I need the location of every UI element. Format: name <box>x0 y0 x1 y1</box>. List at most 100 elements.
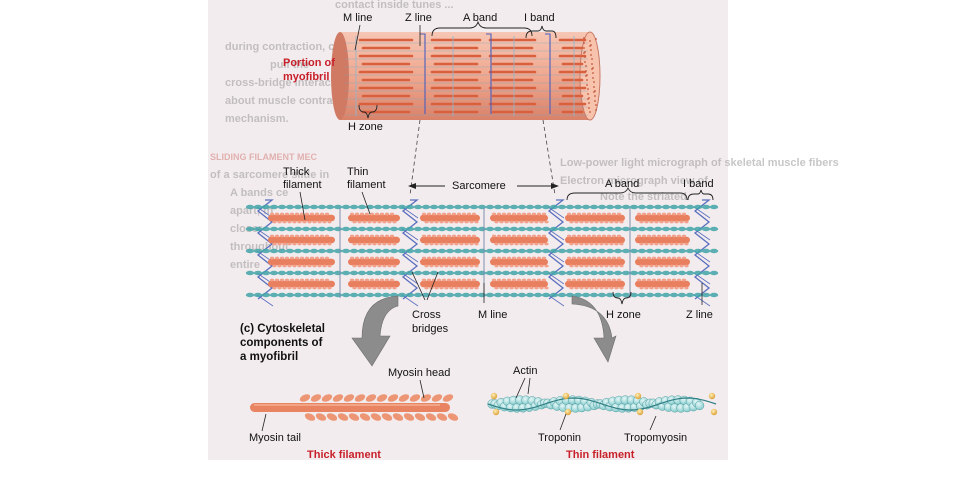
myosin-bump <box>469 264 474 268</box>
myosin-bump <box>536 278 542 282</box>
thin-filament-bead <box>677 270 687 276</box>
myosin-bump <box>314 278 320 282</box>
cyl-end-dot <box>584 61 586 63</box>
myosin-bump <box>576 278 582 282</box>
myosin-bump <box>499 264 504 268</box>
label-sarcomere: Sarcomere <box>452 180 506 192</box>
myosin-bump <box>367 242 372 246</box>
myosin-bump <box>516 256 522 260</box>
label-z-line-top: Z line <box>405 12 432 24</box>
myosin-bump <box>616 278 622 282</box>
myosin-bump <box>579 220 584 224</box>
myosin-bump <box>309 278 315 282</box>
myosin-bump <box>609 264 614 268</box>
troponin-complex <box>710 408 718 416</box>
thick-filament-core <box>635 236 690 244</box>
myosin-bump <box>569 264 574 268</box>
myosin-bump <box>382 264 387 268</box>
myosin-bump <box>436 278 442 282</box>
thin-filament-bead <box>349 248 359 254</box>
myosin-bump <box>599 220 604 224</box>
bg-text-line: during contraction, c <box>225 41 334 53</box>
thin-filament-bead <box>669 292 679 298</box>
thin-filament-bead <box>453 204 463 210</box>
thin-filament-bead <box>469 292 479 298</box>
myosin-bump <box>661 278 667 282</box>
thin-filament-bead <box>413 204 423 210</box>
thin-filament-bead <box>581 204 591 210</box>
thin-filament-bead <box>517 204 527 210</box>
myosin-bump <box>569 242 574 246</box>
myosin-bump <box>534 220 539 224</box>
myosin-bump <box>684 242 689 246</box>
thin-filament-bead <box>525 292 535 298</box>
thin-filament-bead <box>405 292 415 298</box>
myosin-bump <box>671 256 677 260</box>
myosin-bump <box>456 278 462 282</box>
thin-filament-bead <box>709 204 719 210</box>
myosin-bump <box>534 286 539 290</box>
thick-filament-core <box>420 258 480 266</box>
myosin-bump <box>566 234 572 238</box>
myosin-bump <box>684 286 689 290</box>
myosin-bump <box>269 278 275 282</box>
thin-filament-bead <box>261 248 271 254</box>
myosin-bump <box>596 256 602 260</box>
myosin-bump <box>421 212 427 216</box>
myosin-bump <box>459 242 464 246</box>
myosin-bump <box>584 264 589 268</box>
myosin-bump <box>636 234 642 238</box>
myosin-bump <box>471 234 477 238</box>
thin-filament-bead <box>581 270 591 276</box>
myosin-bump <box>314 212 320 216</box>
thin-filament-bead <box>701 226 711 232</box>
myosin-bump <box>674 242 679 246</box>
zoom-arrows <box>351 295 617 367</box>
thin-filament-bead <box>541 226 551 232</box>
myosin-bump <box>591 256 597 260</box>
thin-filament-bead <box>317 204 327 210</box>
myosin-bump <box>619 286 624 290</box>
myosin-bump <box>449 220 454 224</box>
thin-filament-bead <box>605 270 615 276</box>
thin-filament-bead <box>477 226 487 232</box>
myosin-bump <box>269 256 275 260</box>
myosin-bump <box>384 212 390 216</box>
myosin-bump <box>654 220 659 224</box>
myosin-bump <box>641 278 647 282</box>
myosin-bump <box>669 220 674 224</box>
myosin-bump <box>526 256 532 260</box>
leader-thin-filament <box>361 191 371 215</box>
caption-thin-filament: Thin filament <box>566 449 635 461</box>
thin-filament-bead <box>557 226 567 232</box>
myosin-bump <box>424 286 429 290</box>
myosin-bump <box>579 264 584 268</box>
label-thick-filament-1: Thick <box>283 166 310 178</box>
myosin-bump <box>359 212 365 216</box>
thin-filament-bead <box>565 270 575 276</box>
myosin-bump <box>349 212 355 216</box>
myosin-bump <box>654 286 659 290</box>
myosin-head <box>425 413 437 421</box>
myosin-bump <box>499 286 504 290</box>
thin-filament-bead <box>461 226 471 232</box>
myosin-bump <box>364 278 370 282</box>
thin-filament-bead <box>437 204 447 210</box>
myosin-bump <box>302 264 307 268</box>
thin-filament-bead <box>469 270 479 276</box>
myosin-bump <box>509 242 514 246</box>
myosin-bump <box>307 220 312 224</box>
thin-filament-bead <box>685 204 695 210</box>
thick-filament-core <box>348 214 400 222</box>
z-line-link <box>547 206 565 219</box>
thin-filament-bead <box>493 292 503 298</box>
thin-filament-bead <box>629 226 639 232</box>
myosin-bump <box>609 286 614 290</box>
myosin-bump <box>666 212 672 216</box>
myosin-bump <box>277 264 282 268</box>
thin-filament-bead <box>509 248 519 254</box>
thin-filament-bead <box>589 204 599 210</box>
leader-myosin-tail <box>261 413 267 432</box>
leader-actin-2 <box>527 377 531 395</box>
myosin-head <box>431 394 443 402</box>
